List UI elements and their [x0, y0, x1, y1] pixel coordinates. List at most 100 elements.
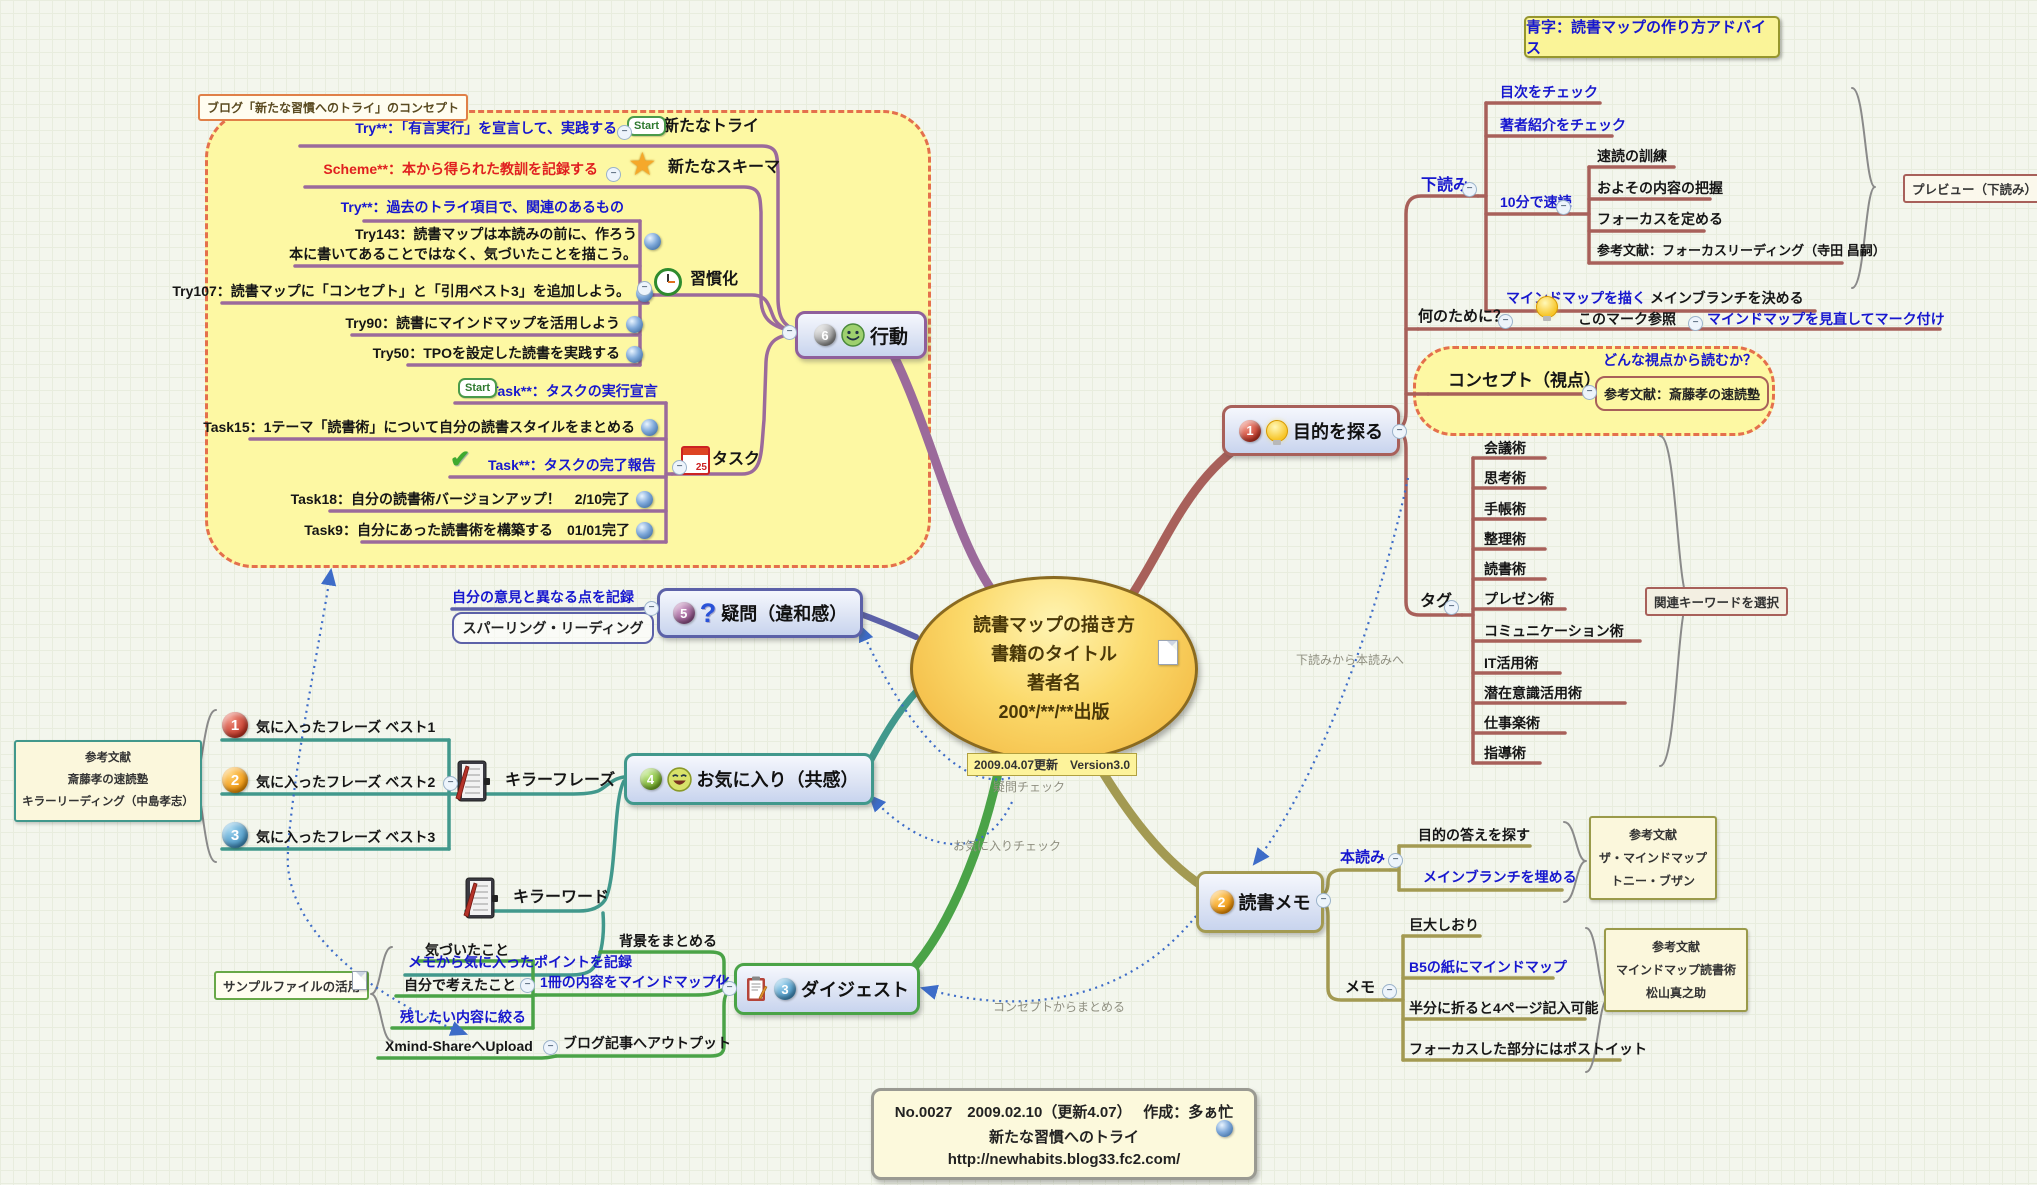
node-question[interactable]: 5 ? 疑問（違和感） — [657, 588, 863, 638]
hyperlink-globe-icon[interactable] — [636, 491, 653, 508]
collapse-minus-icon[interactable]: − — [1388, 853, 1403, 868]
map-topic[interactable]: 整理術 — [1484, 531, 1526, 547]
map-topic[interactable]: コンセプト（視点） — [1448, 371, 1601, 390]
collapse-minus-icon[interactable]: − — [644, 601, 659, 616]
map-topic[interactable]: Try107：読書マップに「コンセプト」と「引用ベスト3」を追加しよう。 — [172, 283, 630, 299]
map-topic[interactable]: 気に入ったフレーズ ベスト3 — [256, 829, 436, 845]
map-topic[interactable]: プレゼン術 — [1484, 591, 1554, 607]
map-topic[interactable]: キラーフレーズ — [505, 772, 616, 789]
map-info-url[interactable]: http://newhabits.blog33.fc2.com/ — [947, 1150, 1181, 1168]
node-action[interactable]: 6 行動 — [795, 311, 927, 359]
collapse-minus-icon[interactable]: − — [1688, 316, 1703, 331]
map-topic[interactable]: メインブランチを決める — [1650, 290, 1804, 306]
map-topic[interactable]: 気づいたこと — [425, 942, 509, 958]
collapse-minus-icon[interactable]: − — [1444, 600, 1459, 615]
map-topic[interactable]: 残したい内容に絞る — [400, 1009, 526, 1025]
hyperlink-globe-icon[interactable] — [644, 233, 661, 250]
node-memo[interactable]: 2 読書メモ — [1196, 871, 1324, 933]
map-topic[interactable]: Xmind-ShareへUpload — [385, 1038, 533, 1054]
map-topic[interactable]: 目的の答えを探す — [1418, 827, 1530, 843]
hyperlink-globe-icon[interactable] — [626, 346, 643, 363]
map-topic[interactable]: Task18：自分の読書術バージョンアップ！ 2/10完了 — [290, 491, 630, 507]
map-topic[interactable]: タスク — [712, 451, 761, 468]
map-topic[interactable]: 思考術 — [1484, 470, 1526, 486]
collapse-minus-icon[interactable]: − — [1462, 182, 1477, 197]
map-topic[interactable]: 下読み — [1421, 177, 1470, 194]
map-topic[interactable]: 半分に折ると4ページ記入可能 — [1409, 1000, 1599, 1016]
map-topic[interactable]: Try**：「有言実行」を宣言して、実践する — [355, 120, 617, 136]
map-topic[interactable]: 10分で速読 — [1500, 194, 1572, 210]
map-topic[interactable]: 自分で考えたこと — [404, 977, 516, 993]
map-topic[interactable]: 仕事楽術 — [1484, 715, 1540, 731]
map-topic[interactable]: Try50：TPOを設定した読書を実践する — [372, 345, 620, 361]
node-favorite[interactable]: 4 お気に入り（共感） — [624, 753, 874, 805]
map-topic[interactable]: コミュニケーション術 — [1484, 623, 1624, 639]
map-topic[interactable]: Task**：タスクの実行宣言 — [490, 383, 658, 399]
collapse-minus-icon[interactable]: − — [543, 1040, 558, 1055]
map-topic[interactable]: 1冊の内容をマインドマップ化 — [540, 974, 730, 990]
map-topic[interactable]: 著者紹介をチェック — [1500, 117, 1626, 133]
collapse-minus-icon[interactable]: − — [443, 776, 458, 791]
map-topic[interactable]: B5の紙にマインドマップ — [1409, 959, 1567, 975]
collapse-minus-icon[interactable]: − — [1316, 893, 1331, 908]
map-topic[interactable]: 習慣化 — [690, 271, 739, 288]
map-topic[interactable]: Task9：自分にあった読書術を構築する 01/01完了 — [304, 522, 630, 538]
map-topic[interactable]: 下読みから本読みへ — [1296, 653, 1405, 667]
map-topic[interactable]: フォーカスを定める — [1597, 211, 1723, 227]
map-topic[interactable]: 新たなトライ — [663, 118, 760, 135]
hyperlink-globe-icon[interactable] — [1216, 1120, 1233, 1137]
map-topic[interactable]: メインブランチを埋める — [1423, 869, 1577, 885]
collapse-minus-icon[interactable]: − — [520, 978, 535, 993]
map-topic[interactable]: Try143：読書マップは本読みの前に、作ろう 本に書いてあることではなく、気づ… — [289, 226, 637, 263]
map-topic[interactable]: マインドマップを描く — [1506, 290, 1646, 306]
map-topic[interactable]: 自分の意見と異なる点を記録 — [452, 589, 634, 605]
map-topic[interactable]: 目次をチェック — [1500, 84, 1598, 100]
map-topic[interactable]: 本読み — [1340, 849, 1386, 866]
node-digest[interactable]: 3 ダイジェスト — [734, 963, 920, 1015]
map-topic[interactable]: メモ — [1345, 979, 1376, 996]
map-topic[interactable]: ブログ記事へアウトプット — [563, 1035, 731, 1051]
map-topic[interactable]: キラーワード — [513, 889, 610, 906]
collapse-minus-icon[interactable]: − — [637, 281, 652, 296]
map-topic[interactable]: 気に入ったフレーズ ベスト1 — [256, 719, 436, 735]
map-topic[interactable]: 読書術 — [1484, 561, 1526, 577]
sample-file-label[interactable]: サンプルファイルの活用 — [214, 971, 370, 1000]
map-topic[interactable]: 何のために？ — [1418, 308, 1509, 325]
attachment-note-icon[interactable] — [1158, 640, 1178, 665]
map-topic[interactable]: 手帳術 — [1484, 501, 1526, 517]
collapse-minus-icon[interactable]: − — [1382, 984, 1397, 999]
collapse-minus-icon[interactable]: − — [782, 325, 797, 340]
collapse-minus-icon[interactable]: − — [606, 167, 621, 182]
map-topic[interactable]: 指導術 — [1484, 745, 1526, 761]
map-topic[interactable]: 速読の訓練 — [1597, 148, 1667, 164]
map-topic[interactable]: およその内容の把握 — [1597, 180, 1723, 196]
collapse-minus-icon[interactable]: − — [672, 460, 687, 475]
map-topic[interactable]: IT活用術 — [1484, 655, 1539, 671]
map-topic[interactable]: 巨大しおり — [1409, 917, 1479, 933]
map-topic[interactable]: 疑問チェック — [993, 780, 1066, 794]
collapse-minus-icon[interactable]: − — [1582, 385, 1597, 400]
hyperlink-globe-icon[interactable] — [636, 522, 653, 539]
map-topic[interactable]: 気に入ったフレーズ ベスト2 — [256, 774, 436, 790]
map-topic[interactable]: お気に入りチェック — [953, 839, 1062, 853]
hyperlink-globe-icon[interactable] — [641, 419, 658, 436]
map-topic[interactable]: Task**：タスクの完了報告 — [488, 457, 656, 473]
map-topic[interactable]: 潜在意識活用術 — [1484, 685, 1582, 701]
collapse-minus-icon[interactable]: − — [1556, 200, 1571, 215]
central-topic[interactable]: 読書マップの描き方 書籍のタイトル 著者名 200*/**/**出版 — [910, 576, 1198, 762]
map-topic[interactable]: Try90：読書にマインドマップを活用しよう — [345, 315, 620, 331]
map-topic[interactable]: Try**：過去のトライ項目で、関連のあるもの — [340, 199, 624, 215]
map-topic[interactable]: フォーカスした部分にはポストイット — [1409, 1041, 1647, 1057]
saito-reference-topic[interactable]: 参考文献：斎藤孝の速読塾 — [1595, 376, 1769, 411]
collapse-minus-icon[interactable]: − — [722, 981, 737, 996]
map-topic[interactable]: 会議術 — [1484, 440, 1526, 456]
collapse-minus-icon[interactable]: − — [1498, 314, 1513, 329]
sparring-reading-topic[interactable]: スパーリング・リーディング — [452, 612, 654, 644]
map-topic[interactable]: マインドマップを見直してマーク付け — [1707, 311, 1945, 327]
map-topic[interactable]: どんな視点から読むか？ — [1603, 352, 1757, 368]
collapse-minus-icon[interactable]: − — [617, 125, 632, 140]
hyperlink-globe-icon[interactable] — [626, 316, 643, 333]
map-topic[interactable]: メモから気に入ったポイントを記録 — [408, 954, 632, 970]
map-topic[interactable]: Task15：1テーマ「読書術」について自分の読書スタイルをまとめる — [203, 419, 635, 435]
node-purpose[interactable]: 1 目的を探る — [1222, 405, 1400, 456]
